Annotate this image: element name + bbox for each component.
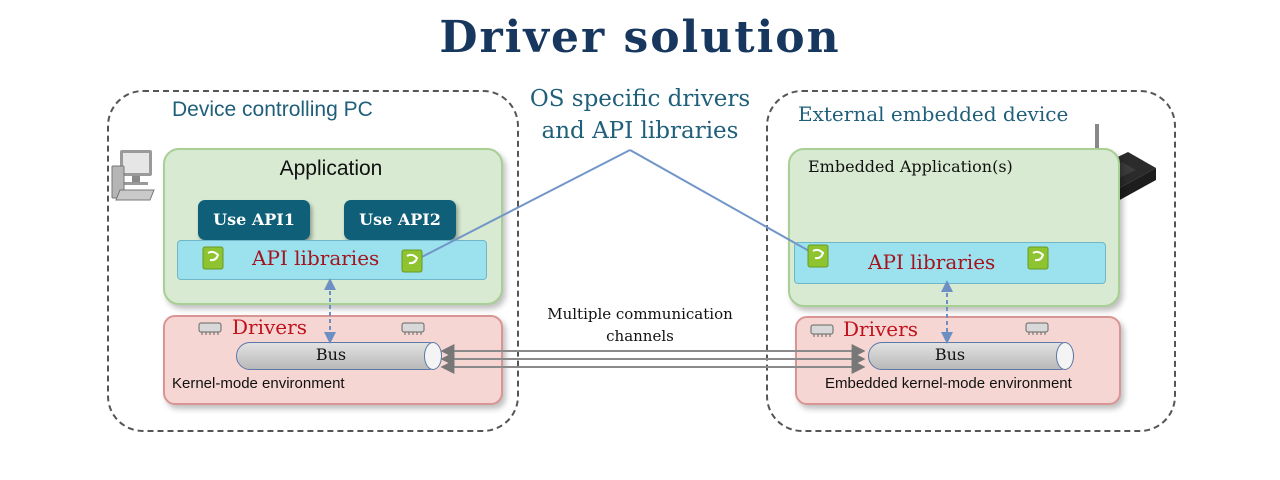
use-api2-button[interactable]: Use API2 xyxy=(344,200,456,240)
left-bus-label: Bus xyxy=(315,345,347,364)
right-application-label: Embedded Application(s) xyxy=(808,157,1013,176)
use-api1-button[interactable]: Use API1 xyxy=(198,200,310,240)
external-device-label: External embedded device xyxy=(798,102,1069,126)
left-kernel-env-label: Kernel-mode environment xyxy=(172,375,345,392)
left-application-label: Application xyxy=(279,157,383,180)
computer-icon xyxy=(111,150,155,201)
callout-line-1: OS specific drivers xyxy=(529,86,751,112)
right-bus-label: Bus xyxy=(934,345,966,364)
right-drivers-label: Drivers xyxy=(843,317,918,341)
right-api-libraries-label: API libraries xyxy=(868,250,996,274)
diagram-title: Driver solution xyxy=(439,12,841,63)
left-bus-end xyxy=(424,342,442,370)
left-api-libraries-label: API libraries xyxy=(252,246,380,270)
callout-line-2: and API libraries xyxy=(541,118,739,144)
right-api-libraries-bar xyxy=(794,242,1106,284)
left-bus xyxy=(236,342,442,370)
device-pc-label: Device controlling PC xyxy=(172,98,373,121)
external-device-group xyxy=(766,90,1176,432)
channels-line-1: Multiple communication xyxy=(547,305,733,323)
left-drivers-label: Drivers xyxy=(232,315,307,339)
right-bus-end xyxy=(1056,342,1074,370)
right-bus xyxy=(868,342,1074,370)
right-kernel-env-label: Embedded kernel-mode environment xyxy=(825,375,1072,392)
channels-line-2: channels xyxy=(606,327,674,345)
